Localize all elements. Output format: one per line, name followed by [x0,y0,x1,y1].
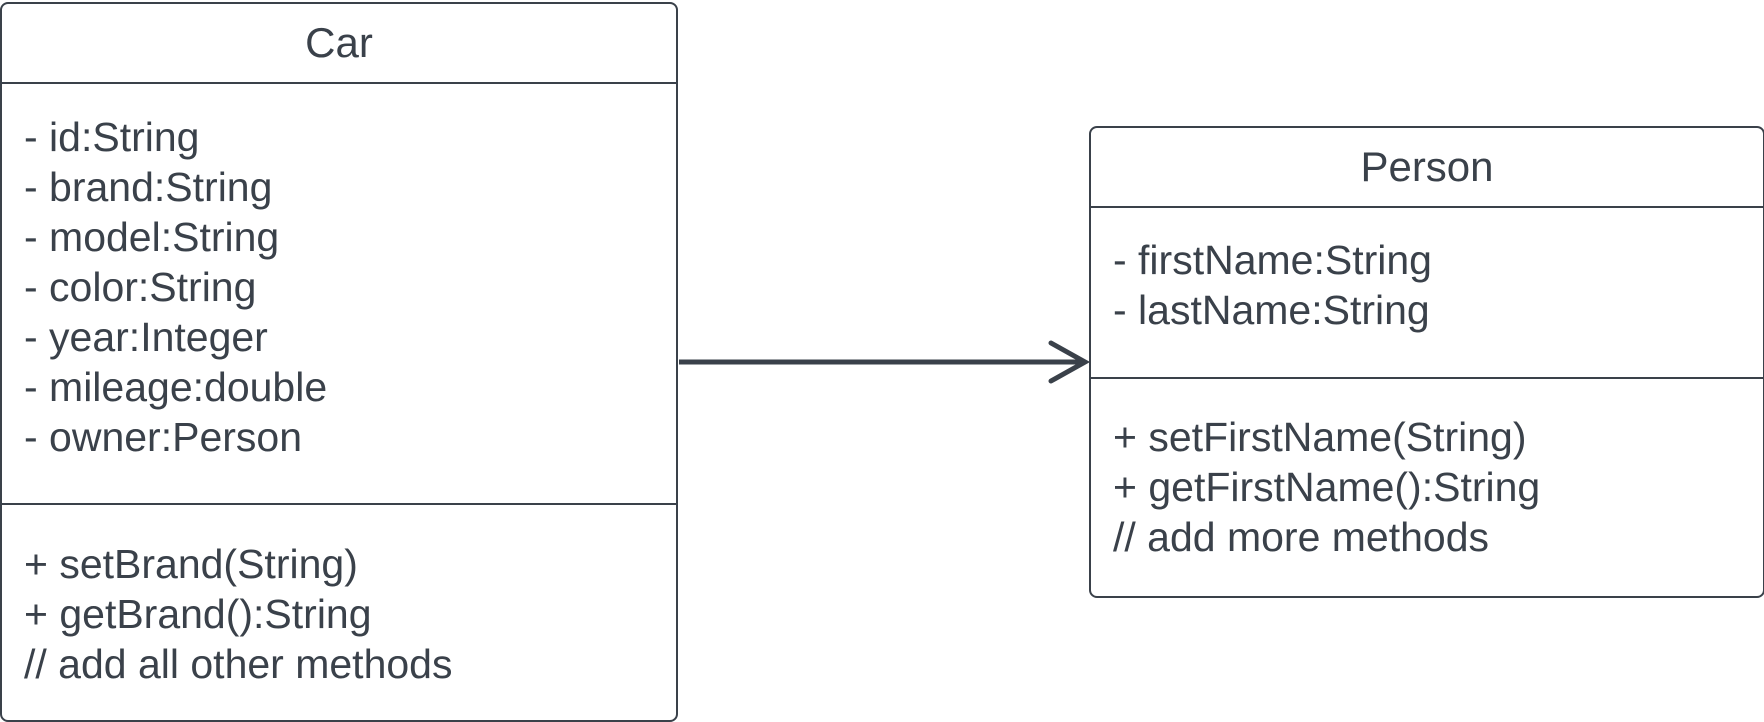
person-method-get-first-name: + getFirstName():String [1113,464,1541,510]
person-attribute-first-name: - firstName:String [1113,237,1432,283]
person-class-name: Person [1091,128,1763,208]
person-method-comment: // add more methods [1113,514,1490,560]
person-class-box[interactable]: Person - firstName:String - lastName:Str… [1089,126,1764,598]
person-attribute-last-name: - lastName:String [1113,287,1430,333]
open-arrowhead-icon [1048,340,1091,384]
car-attribute-id: - id:String [24,114,200,160]
person-methods-section: + setFirstName(String) + getFirstName():… [1091,379,1763,562]
car-method-comment: // add all other methods [24,641,453,687]
person-attributes-section: - firstName:String - lastName:String [1091,208,1763,379]
car-attribute-year: - year:Integer [24,314,268,360]
car-class-box[interactable]: Car - id:String - brand:String - model:S… [0,2,678,722]
car-attributes-section: - id:String - brand:String - model:Strin… [2,84,676,505]
car-class-name: Car [2,4,676,84]
person-method-set-first-name: + setFirstName(String) [1113,414,1527,460]
car-method-set-brand: + setBrand(String) [24,541,358,587]
car-method-get-brand: + getBrand():String [24,591,372,637]
car-attribute-color: - color:String [24,264,257,310]
car-attribute-brand: - brand:String [24,164,273,210]
car-methods-section: + setBrand(String) + getBrand():String /… [2,505,676,689]
car-attribute-model: - model:String [24,214,280,260]
car-attribute-mileage: - mileage:double [24,364,328,410]
car-attribute-owner: - owner:Person [24,414,303,460]
